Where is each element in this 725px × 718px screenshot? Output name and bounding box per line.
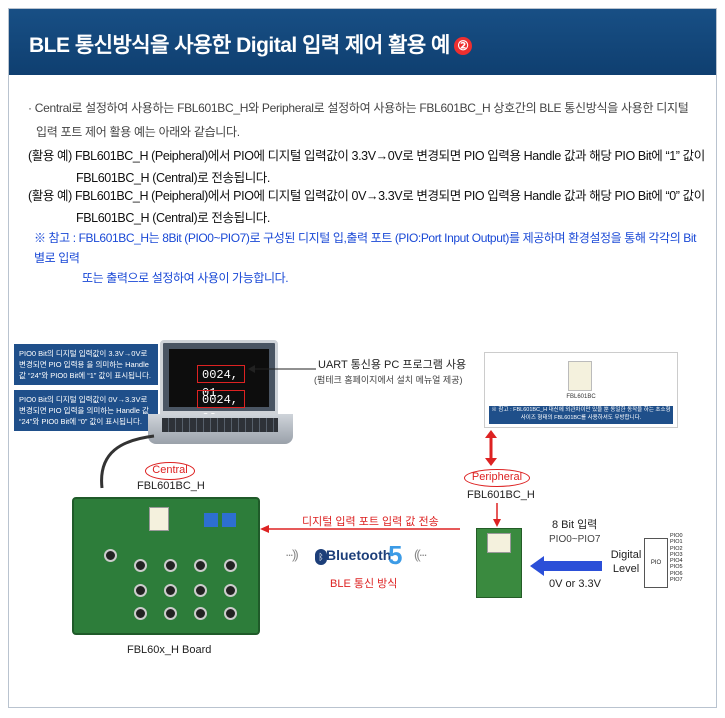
module-label: FBL601BC: [566, 394, 596, 400]
example-2: (활용 예) FBL601BC_H (Peipheral)에서 PIO에 디지털…: [28, 185, 708, 229]
callout-3v-to-0v: PIO0 Bit의 디지털 입력값이 3.3V→0V로 변경되면 PIO 입력용…: [14, 344, 158, 385]
board-button: [224, 584, 237, 597]
module-chip-image: [568, 361, 592, 391]
pio-pin-label: PIO4: [670, 558, 683, 565]
fbl60x-board: [72, 497, 260, 635]
peripheral-name: FBL601BC_H: [467, 489, 535, 501]
signal-waves-right-icon: ((···: [414, 547, 428, 562]
peripheral-board: [476, 528, 522, 598]
uart-sub-label: (펌테크 홈페이지에서 설치 메뉴얼 제공): [314, 375, 463, 385]
board-button: [194, 584, 207, 597]
title-text: BLE 통신방식을 사용한 Digital 입력 제어 활용 예: [29, 34, 450, 57]
uart-label: UART 통신용 PC 프로그램 사용: [318, 359, 467, 371]
board-button: [164, 607, 177, 620]
signal-waves-left-icon: ···)): [285, 547, 299, 562]
pio-pin-label: PIO6: [670, 570, 683, 577]
board-caption: FBL60x_H Board: [127, 644, 212, 656]
board-button: [164, 584, 177, 597]
pio-pin-label: PIO2: [670, 545, 683, 552]
board-button: [134, 584, 147, 597]
received-value-1: 0024, 01: [197, 365, 245, 400]
board-button: [164, 559, 177, 572]
central-name: FBL601BC_H: [137, 480, 205, 492]
bluetooth-version: 5: [388, 540, 403, 570]
example-line: (활용 예) FBL601BC_H (Peipheral)에서 PIO에 디지털…: [28, 189, 705, 203]
note-line: 또는 출력으로 설정하여 사용이 가능합니다.: [82, 271, 289, 285]
board-button: [194, 559, 207, 572]
intro-line: · Central로 설정하여 사용하는 FBL601BC_H와 Periphe…: [28, 101, 689, 115]
bluetooth-icon: ᛒ: [315, 549, 327, 565]
intro-line: 입력 포트 제어 활용 예는 아래와 같습니다.: [36, 125, 240, 139]
fbl601bc-module-card: FBL601BC ※ 참고 : FBL601BC_H 대신에 외관차이만 있을 …: [484, 352, 678, 428]
central-tag: Central: [145, 462, 195, 480]
laptop-keyboard: [162, 418, 278, 432]
board-switch: [204, 513, 218, 527]
board-button: [134, 559, 147, 572]
peripheral-module-chip: [487, 533, 511, 553]
transfer-label: 디지털 입력 포트 입력 값 전송: [302, 516, 439, 528]
board-button: [134, 607, 147, 620]
bit-input-label: 8 Bit 입력: [552, 519, 598, 531]
number-badge: ②: [453, 37, 472, 55]
example-line: FBL601BC_H (Central)로 전송됩니다.: [76, 171, 270, 185]
content-frame: [8, 8, 717, 708]
example-1: (활용 예) FBL601BC_H (Peipheral)에서 PIO에 디지털…: [28, 145, 708, 189]
pio-pin-label: PIO5: [670, 564, 683, 571]
example-line: FBL601BC_H (Central)로 전송됩니다.: [76, 211, 270, 225]
terminal-window: [169, 349, 269, 407]
ble-method-label: BLE 통신 방식: [330, 578, 398, 590]
board-button: [224, 559, 237, 572]
usb-cable: [100, 434, 155, 489]
intro-text: · Central로 설정하여 사용하는 FBL601BC_H와 Periphe…: [28, 96, 698, 144]
board-switch: [222, 513, 236, 527]
pio-pin-label: PIO0: [670, 533, 683, 539]
board-button: [104, 549, 117, 562]
note-text: ※ 참고 : FBL601BC_H는 8Bit (PIO0~PIO7)로 구성된…: [34, 228, 704, 288]
example-line: (활용 예) FBL601BC_H (Peipheral)에서 PIO에 디지털…: [28, 149, 705, 163]
module-note: ※ 참고 : FBL601BC_H 대신에 외관차이만 있을 뿐 동일한 동작을…: [489, 406, 673, 424]
pio-pin-label: PIO7: [670, 577, 683, 584]
uart-pointer-arrow: [248, 365, 316, 373]
pio-connector-box: PIO: [644, 538, 668, 588]
transfer-arrow: [260, 525, 460, 533]
pio-pin-list: PIO0 PIO1 PIO2 PIO3 PIO4 PIO5 PIO6 PIO7: [670, 533, 683, 583]
received-value-2: 0024, 00: [197, 390, 245, 425]
voltage-label: 0V or 3.3V: [549, 578, 601, 590]
peripheral-pointer-arrow: [493, 503, 501, 527]
laptop-screen: [160, 340, 278, 414]
pio-pin-label: PIO3: [670, 551, 683, 558]
callout-0v-to-3v: PIO0 Bit의 디지털 입력값이 0V→3.3V로 변경되면 PIO 입력을…: [14, 390, 158, 431]
input-direction-arrow: [530, 556, 602, 576]
digital-level-label: Digital Level: [610, 549, 642, 575]
board-button: [194, 607, 207, 620]
note-line: ※ 참고 : FBL601BC_H는 8Bit (PIO0~PIO7)로 구성된…: [34, 231, 697, 265]
bluetooth-wordmark: Bluetooth: [326, 547, 392, 563]
central-module-chip: [149, 507, 169, 531]
peripheral-tag: Peripheral: [464, 469, 530, 487]
pio-range-label: PIO0~PIO7: [549, 534, 601, 545]
pio-pin-label: PIO1: [670, 539, 683, 546]
board-button: [224, 607, 237, 620]
double-arrow-icon: [485, 430, 497, 466]
